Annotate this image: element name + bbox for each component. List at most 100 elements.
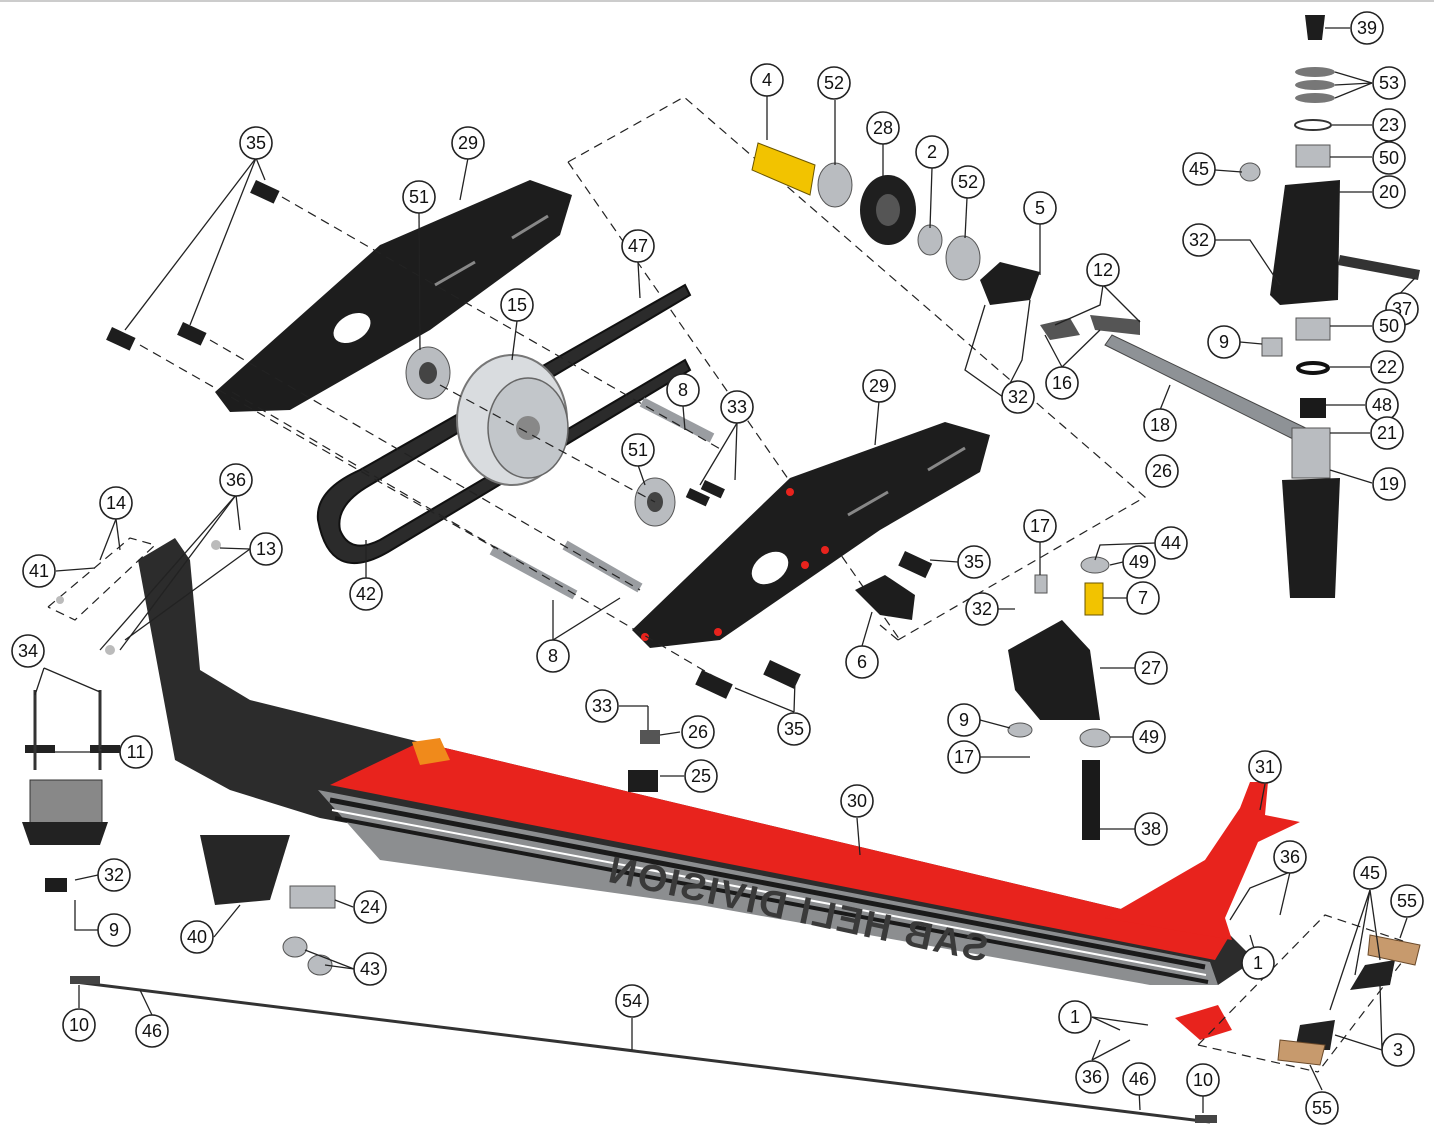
callout-52-left: 52 bbox=[817, 66, 851, 100]
callout-17-top: 17 bbox=[1023, 509, 1057, 543]
callout-40: 40 bbox=[180, 920, 214, 954]
svg-text:2: 2 bbox=[927, 142, 937, 162]
svg-text:17: 17 bbox=[954, 747, 974, 767]
svg-text:8: 8 bbox=[548, 646, 558, 666]
callout-15: 15 bbox=[500, 288, 534, 322]
callout-27: 27 bbox=[1134, 651, 1168, 685]
svg-text:52: 52 bbox=[824, 73, 844, 93]
callout-20: 20 bbox=[1372, 175, 1406, 209]
callout-29-front: 29 bbox=[862, 369, 896, 403]
callout-36-left: 36 bbox=[219, 463, 253, 497]
svg-text:17: 17 bbox=[1030, 516, 1050, 536]
svg-text:6: 6 bbox=[857, 652, 867, 672]
callout-31: 31 bbox=[1248, 750, 1282, 784]
svg-text:35: 35 bbox=[246, 133, 266, 153]
svg-text:50: 50 bbox=[1379, 148, 1399, 168]
svg-text:29: 29 bbox=[869, 376, 889, 396]
svg-text:54: 54 bbox=[622, 991, 642, 1011]
svg-text:49: 49 bbox=[1129, 552, 1149, 572]
svg-text:41: 41 bbox=[29, 561, 49, 581]
boom-clips bbox=[628, 730, 660, 792]
svg-text:33: 33 bbox=[727, 397, 747, 417]
callout-33-boom: 33 bbox=[585, 689, 619, 723]
callout-38: 38 bbox=[1134, 812, 1168, 846]
pushrod bbox=[70, 976, 1217, 1124]
svg-text:33: 33 bbox=[592, 696, 612, 716]
svg-text:48: 48 bbox=[1372, 395, 1392, 415]
callout-32-servo: 32 bbox=[97, 858, 131, 892]
svg-text:47: 47 bbox=[628, 236, 648, 256]
svg-text:11: 11 bbox=[127, 742, 146, 762]
callout-11: 11 bbox=[119, 735, 153, 769]
callout-36-fin: 36 bbox=[1273, 840, 1307, 874]
svg-text:15: 15 bbox=[507, 295, 527, 315]
svg-text:42: 42 bbox=[356, 584, 376, 604]
callout-35-right: 35 bbox=[957, 545, 991, 579]
svg-text:27: 27 bbox=[1141, 658, 1161, 678]
callout-26-boom: 26 bbox=[681, 715, 715, 749]
svg-text:30: 30 bbox=[847, 791, 867, 811]
callouts: 39 53 23 50 45 20 32 37 50 9 22 48 21 19… bbox=[11, 11, 1424, 1125]
tail-fin bbox=[1105, 782, 1300, 1040]
callout-26-box: 26 bbox=[1145, 454, 1179, 488]
svg-text:26: 26 bbox=[1152, 461, 1172, 481]
svg-text:38: 38 bbox=[1141, 819, 1161, 839]
svg-text:19: 19 bbox=[1379, 474, 1399, 494]
callout-51-front: 51 bbox=[621, 433, 655, 467]
svg-text:5: 5 bbox=[1035, 198, 1045, 218]
callout-49-top: 49 bbox=[1122, 545, 1156, 579]
svg-text:36: 36 bbox=[1280, 847, 1300, 867]
svg-text:7: 7 bbox=[1138, 588, 1148, 608]
callout-46-right: 46 bbox=[1122, 1062, 1156, 1096]
callout-21: 21 bbox=[1370, 416, 1404, 450]
callout-41: 41 bbox=[22, 554, 56, 588]
callout-17-bottom: 17 bbox=[947, 740, 981, 774]
callout-3: 3 bbox=[1381, 1033, 1415, 1067]
callout-13: 13 bbox=[249, 532, 283, 566]
screws bbox=[106, 180, 933, 699]
drive-belt bbox=[316, 283, 692, 565]
svg-text:52: 52 bbox=[958, 172, 978, 192]
svg-text:26: 26 bbox=[688, 722, 708, 742]
callout-42: 42 bbox=[349, 577, 383, 611]
callout-1-end: 1 bbox=[1058, 1000, 1092, 1034]
svg-text:4: 4 bbox=[762, 70, 772, 90]
callout-35-bottom: 35 bbox=[777, 712, 811, 746]
side-plate-rear bbox=[215, 180, 572, 412]
svg-text:40: 40 bbox=[187, 927, 207, 947]
pulley bbox=[456, 354, 569, 486]
svg-text:51: 51 bbox=[628, 440, 648, 460]
callout-50-lower: 50 bbox=[1372, 309, 1406, 343]
boom-clamps bbox=[47, 537, 221, 655]
callout-9-slider: 9 bbox=[947, 703, 981, 737]
callout-7: 7 bbox=[1126, 581, 1160, 615]
svg-text:43: 43 bbox=[360, 959, 380, 979]
shaft-group bbox=[751, 142, 1040, 305]
svg-text:36: 36 bbox=[226, 470, 246, 490]
side-plate-front bbox=[632, 422, 990, 648]
svg-text:20: 20 bbox=[1379, 182, 1399, 202]
svg-text:44: 44 bbox=[1161, 533, 1181, 553]
svg-text:35: 35 bbox=[964, 552, 984, 572]
callout-8-bottom: 8 bbox=[536, 639, 570, 673]
svg-text:31: 31 bbox=[1255, 757, 1275, 777]
callout-2: 2 bbox=[915, 135, 949, 169]
svg-text:39: 39 bbox=[1357, 18, 1377, 38]
callout-22: 22 bbox=[1370, 350, 1404, 384]
svg-text:46: 46 bbox=[142, 1021, 162, 1041]
callout-35-top: 35 bbox=[239, 126, 273, 160]
svg-text:23: 23 bbox=[1379, 115, 1399, 135]
svg-text:1: 1 bbox=[1253, 953, 1263, 973]
svg-text:9: 9 bbox=[109, 920, 119, 940]
callout-25: 25 bbox=[684, 759, 718, 793]
callout-55-bottom: 55 bbox=[1305, 1091, 1339, 1125]
callout-9-servo: 9 bbox=[97, 913, 131, 947]
leader-lines bbox=[34, 27, 1416, 1113]
svg-text:21: 21 bbox=[1377, 423, 1397, 443]
svg-text:29: 29 bbox=[458, 133, 478, 153]
callout-53: 53 bbox=[1372, 66, 1406, 100]
callout-14: 14 bbox=[99, 486, 133, 520]
svg-text:10: 10 bbox=[69, 1015, 89, 1035]
svg-text:36: 36 bbox=[1082, 1067, 1102, 1087]
callout-28: 28 bbox=[866, 111, 900, 145]
